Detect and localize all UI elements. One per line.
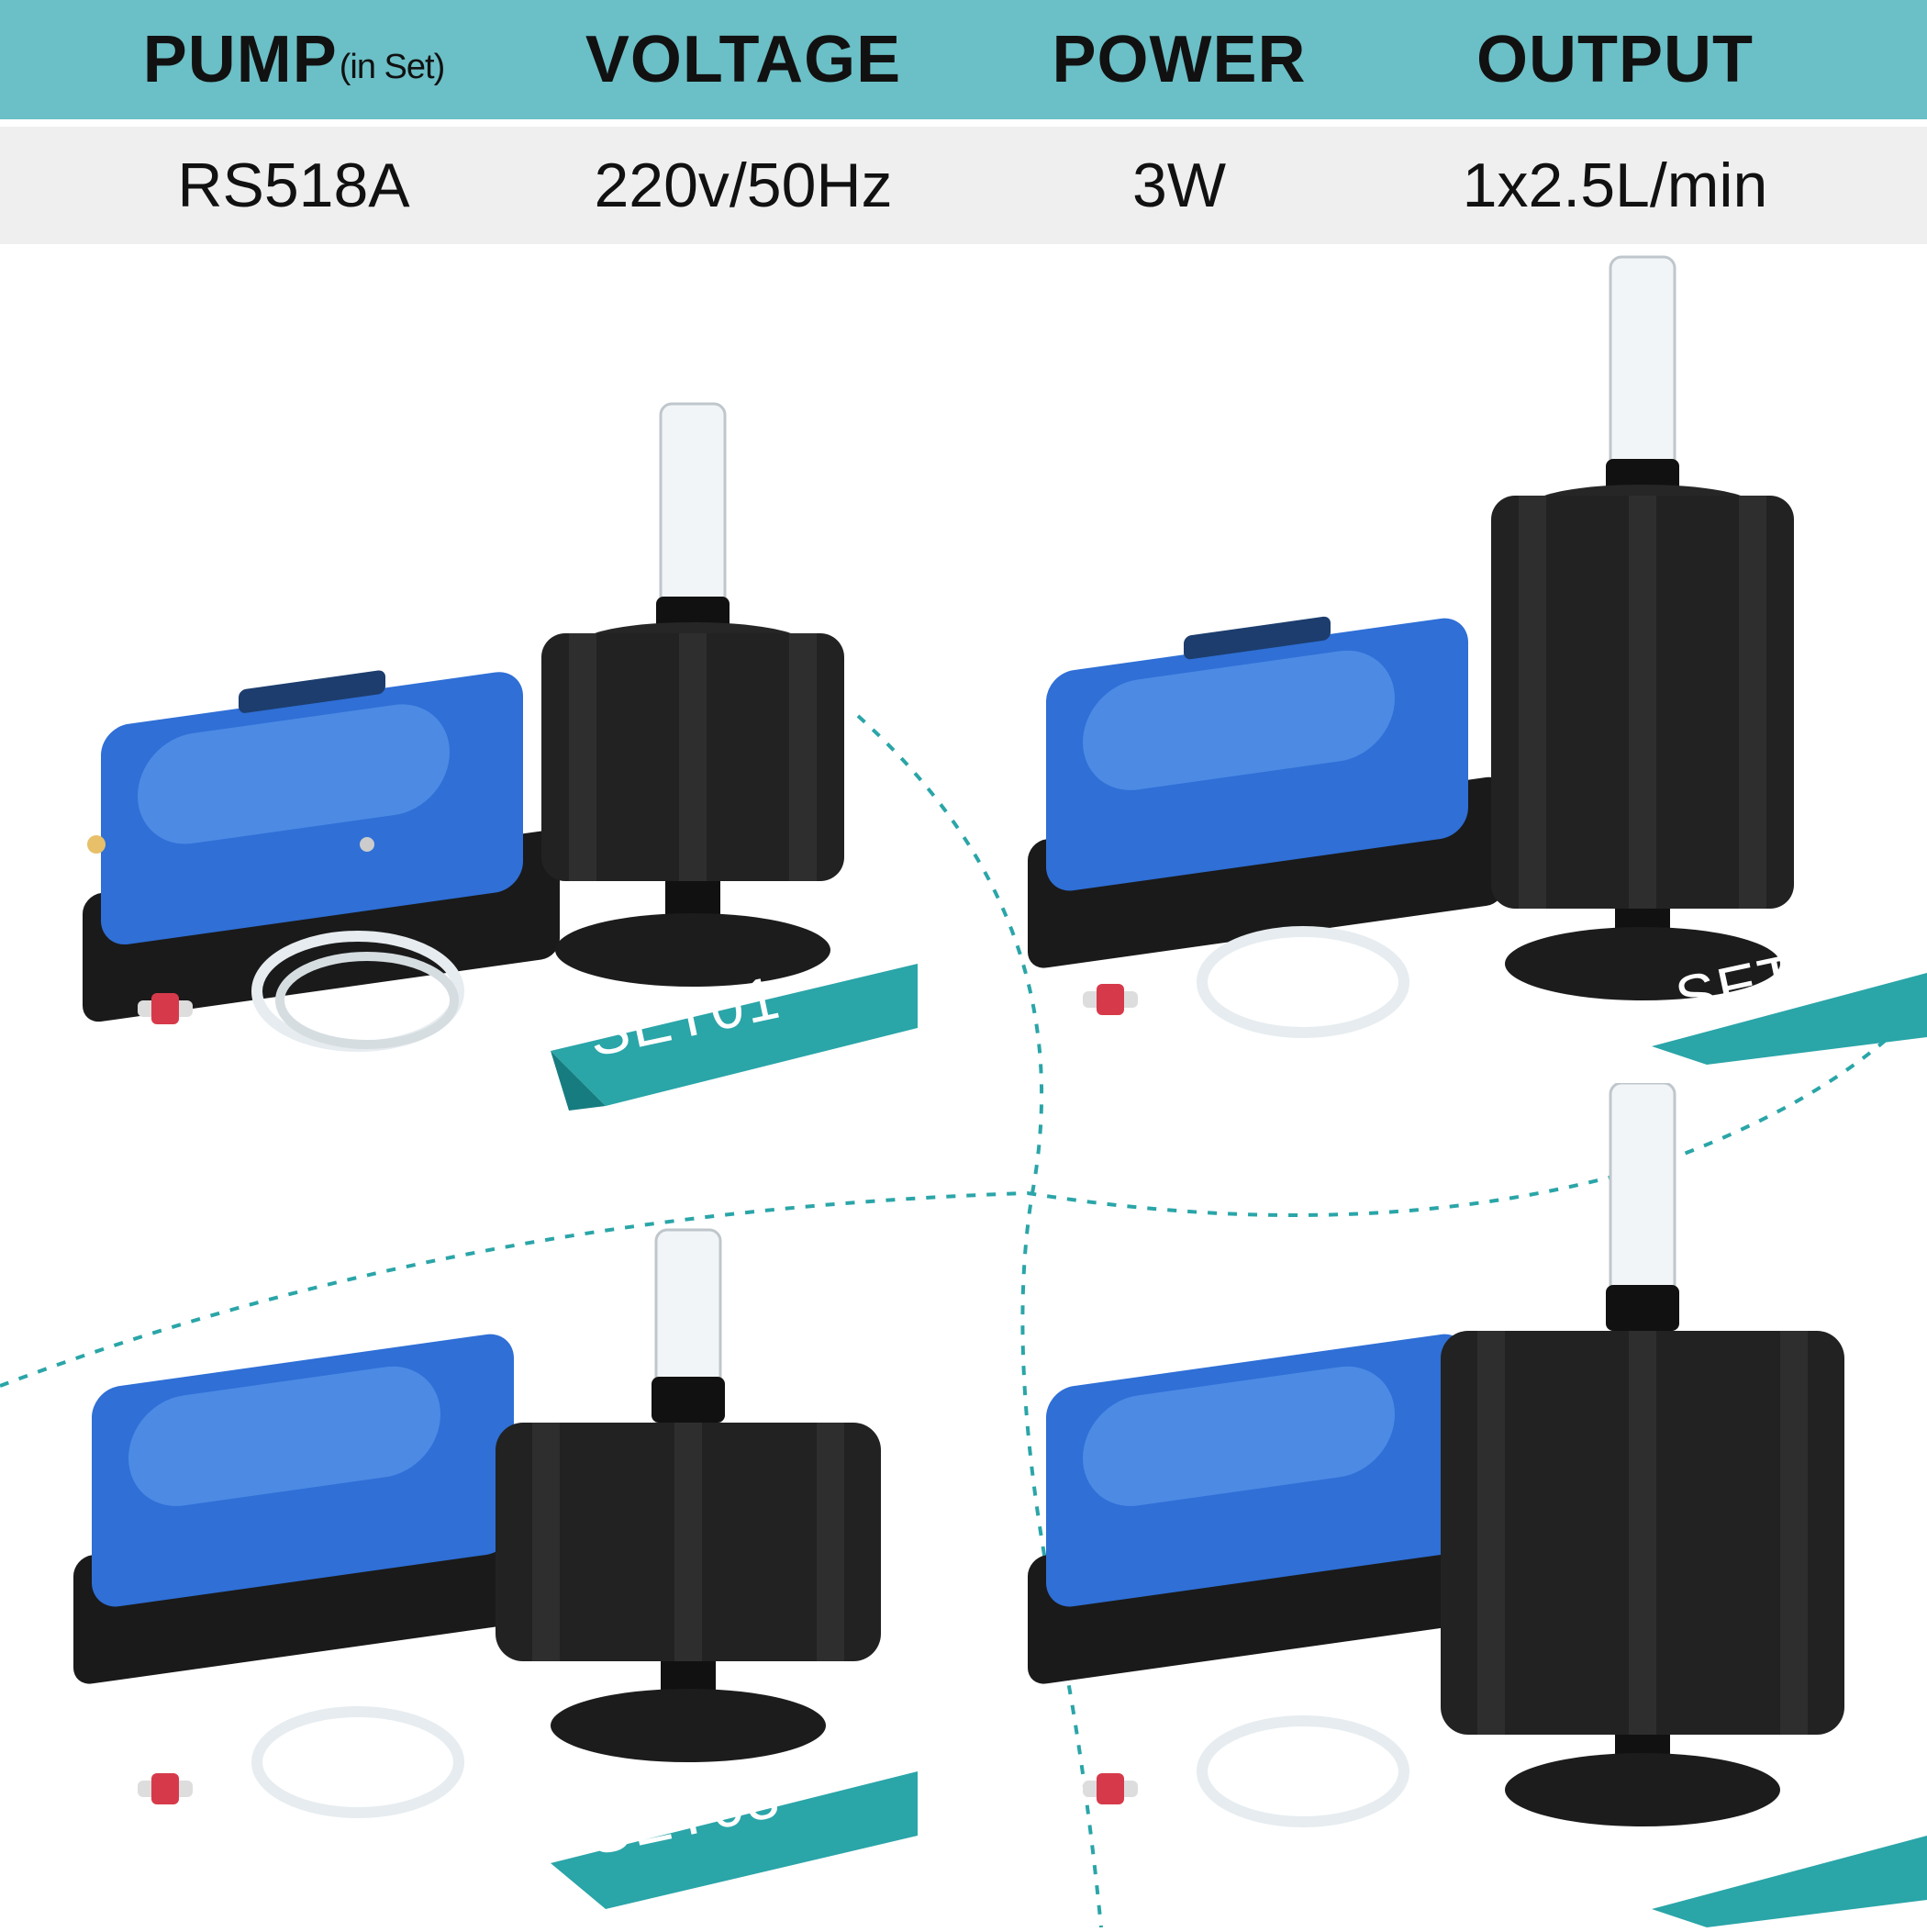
header-output: OUTPUT: [1476, 23, 1754, 96]
sponge-filter-icon: [541, 402, 844, 987]
set-02-panel: SET02: [1009, 239, 1927, 1065]
header-power: POWER: [1052, 23, 1307, 96]
air-tubing-icon: [1197, 1715, 1409, 1827]
set-01-panel: SET01: [55, 367, 973, 1156]
header-pump: PUMP(in Set): [101, 0, 486, 119]
set-03-tag: [551, 1771, 918, 1909]
set-01-illustration: [83, 402, 918, 1111]
set-01-tag: [551, 964, 918, 1111]
header-pump-label: PUMP: [142, 23, 338, 96]
air-pump-icon: [1028, 616, 1505, 968]
air-pump-icon: [83, 670, 560, 1022]
spec-header-row: PUMP(in Set) VOLTAGE POWER OUTPUT: [0, 0, 1927, 119]
air-pump-icon: [73, 1334, 551, 1684]
check-valve-icon: [138, 1773, 193, 1804]
sponge-filter-icon: [1491, 255, 1794, 1000]
check-valve-icon: [1083, 984, 1138, 1015]
sponge-filter-icon: [496, 1228, 881, 1762]
spec-value-row: RS518A 220v/50Hz 3W 1x2.5L/min: [0, 127, 1927, 244]
air-tubing-icon: [1197, 926, 1409, 1038]
sponge-filter-icon: [1441, 1081, 1844, 1826]
set-02-illustration: [1028, 255, 1927, 1065]
set-02-tag: [1652, 973, 1927, 1065]
check-valve-icon: [138, 993, 193, 1024]
set-04-tag: [1652, 1836, 1927, 1927]
value-voltage: 220v/50Hz: [594, 151, 893, 220]
air-tubing-icon: [251, 1706, 464, 1818]
set-03-illustration: [73, 1228, 918, 1909]
air-pump-icon: [1028, 1334, 1505, 1684]
header-pump-note: (in Set): [339, 47, 445, 86]
vertical-dotted-divider: [856, 714, 1103, 1927]
value-power: 3W: [1132, 151, 1226, 220]
set-03-panel: SET03: [55, 1101, 973, 1909]
air-tubing-icon: [251, 931, 464, 1052]
set-04-panel: SET04: [1009, 1081, 1927, 1927]
set-04-illustration: [1028, 1081, 1927, 1927]
header-voltage: VOLTAGE: [585, 23, 902, 96]
value-pump-model: RS518A: [177, 151, 410, 220]
check-valve-icon: [1083, 1773, 1138, 1804]
value-output: 1x2.5L/min: [1462, 151, 1768, 220]
